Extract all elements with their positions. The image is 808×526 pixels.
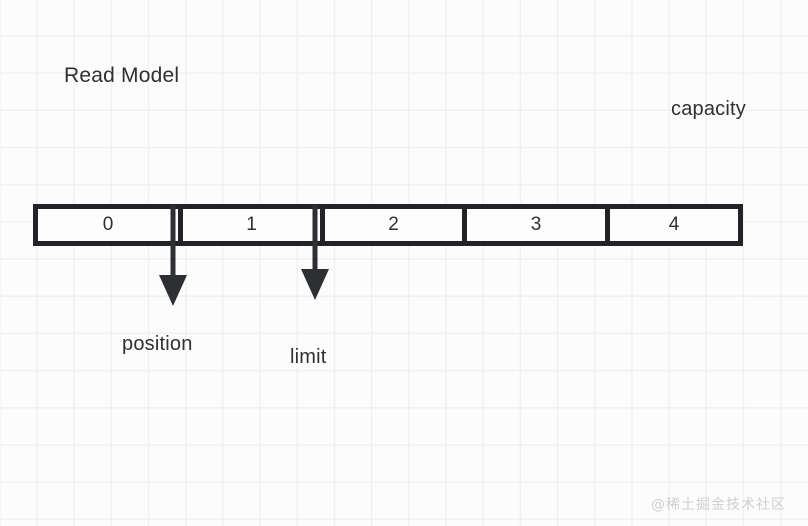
buffer-diagram: 0 1 2 3 4 (33, 204, 743, 246)
buffer-cell-value: 1 (246, 214, 257, 235)
buffer-cell-0: 0 (38, 209, 183, 241)
watermark: @稀土掘金技术社区 (651, 497, 786, 513)
page-title: Read Model (64, 64, 180, 87)
limit-marker-label: limit (290, 346, 327, 368)
limit-arrow-icon (301, 205, 329, 300)
buffer-cell-value: 0 (102, 214, 114, 235)
buffer-cell-value: 2 (388, 214, 399, 235)
position-marker-label: position (122, 333, 193, 355)
buffer-cell-1: 1 (183, 209, 325, 241)
buffer-cell-value: 4 (668, 214, 680, 235)
buffer-cell-value: 3 (530, 214, 542, 235)
position-arrow-icon (159, 205, 187, 306)
buffer-cell-2: 2 (325, 209, 467, 241)
buffer-cell-4: 4 (610, 209, 738, 241)
buffer-cell-3: 3 (467, 209, 610, 241)
capacity-label: capacity (671, 98, 746, 120)
